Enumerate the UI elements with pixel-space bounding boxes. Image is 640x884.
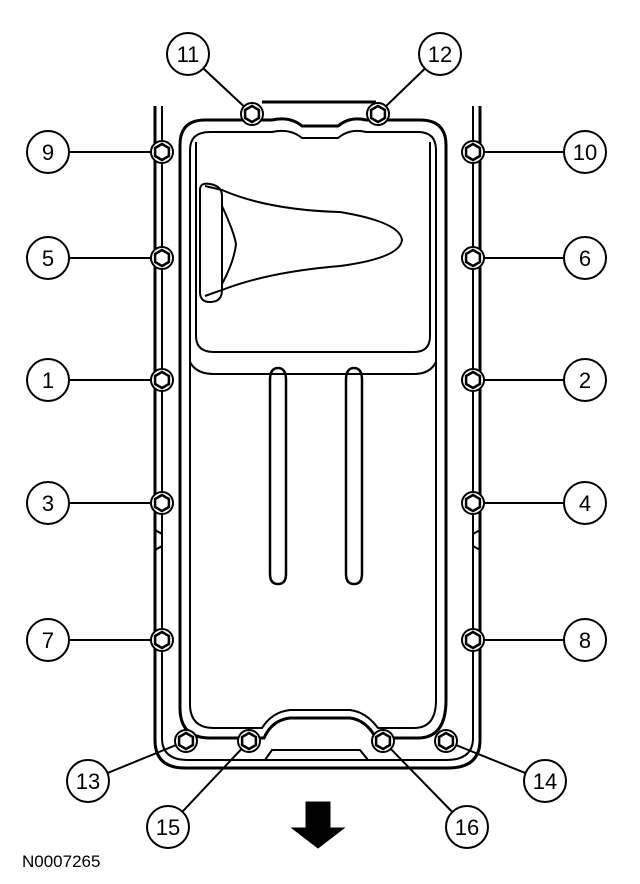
callout-circle-1 xyxy=(26,358,70,402)
callout-circle-11 xyxy=(166,32,210,76)
leader-line-11 xyxy=(202,67,247,110)
callout-number-5: 5 xyxy=(42,246,54,271)
oil-pickup-funnel xyxy=(204,185,404,297)
leader-line-16 xyxy=(387,746,454,813)
callout-circle-12 xyxy=(418,32,462,76)
bolt-3 xyxy=(153,493,171,513)
callout-circle-3 xyxy=(26,481,70,525)
sump-inner-wall xyxy=(189,129,437,729)
callout-circle-6 xyxy=(563,236,607,280)
callout-number-1: 1 xyxy=(42,368,54,393)
callout-number-11: 11 xyxy=(177,42,200,67)
bolt-13 xyxy=(177,731,195,751)
leader-line-12 xyxy=(383,67,426,110)
bottom-lip xyxy=(264,749,369,761)
bolt-2 xyxy=(464,370,482,390)
callout-circle-2 xyxy=(563,358,607,402)
oil-pan-flange-inner xyxy=(161,106,474,761)
callout-number-16: 16 xyxy=(455,815,479,840)
callout-circle-5 xyxy=(26,236,70,280)
bolt-8 xyxy=(464,630,482,650)
sump-well xyxy=(195,142,431,353)
bolt-7 xyxy=(153,630,171,650)
bolt-11 xyxy=(243,104,261,124)
sump-outer-wall xyxy=(178,117,448,740)
callout-number-8: 8 xyxy=(579,628,591,653)
callout-circle-14 xyxy=(523,759,567,803)
callout-circle-7 xyxy=(26,618,70,662)
callout-number-12: 12 xyxy=(428,42,452,67)
oil-pickup-tube-body xyxy=(199,182,223,304)
bolt-14 xyxy=(437,731,455,751)
bolt-6 xyxy=(464,248,482,268)
callout-number-7: 7 xyxy=(42,628,54,653)
oil-pickup-flare xyxy=(221,205,238,285)
front-direction-arrow xyxy=(290,801,346,849)
callout-circle-9 xyxy=(26,130,70,174)
oil-pan-flange-outer xyxy=(153,106,482,770)
callout-number-15: 15 xyxy=(156,815,180,840)
leader-line-13 xyxy=(107,743,179,775)
bolt-16 xyxy=(374,731,392,751)
bolt-5 xyxy=(153,248,171,268)
callout-number-3: 3 xyxy=(42,491,54,516)
bolt-1 xyxy=(153,370,171,390)
sump-well-step xyxy=(189,361,437,375)
callout-number-10: 10 xyxy=(573,140,597,165)
callout-number-6: 6 xyxy=(579,246,591,271)
right-notch xyxy=(472,529,481,551)
callout-number-14: 14 xyxy=(533,769,557,794)
callout-circle-13 xyxy=(66,759,110,803)
callout-number-4: 4 xyxy=(579,491,591,516)
callout-circle-16 xyxy=(445,805,489,849)
rib-left xyxy=(268,366,288,586)
leader-line-14 xyxy=(453,743,526,775)
bolt-15 xyxy=(240,731,258,751)
callout-number-9: 9 xyxy=(42,140,54,165)
left-notch xyxy=(154,529,163,551)
callout-number-2: 2 xyxy=(579,368,591,393)
rib-right xyxy=(344,366,364,586)
bolt-4 xyxy=(464,493,482,513)
callout-number-13: 13 xyxy=(76,769,100,794)
bolt-10 xyxy=(464,142,482,162)
bolt-12 xyxy=(369,104,387,124)
callout-circle-10 xyxy=(563,130,607,174)
callout-circle-8 xyxy=(563,618,607,662)
callout-circle-4 xyxy=(563,481,607,525)
leader-line-15 xyxy=(181,746,245,813)
figure-reference: N0007265 xyxy=(22,852,100,871)
bolt-9 xyxy=(153,142,171,162)
callout-circle-15 xyxy=(146,805,190,849)
